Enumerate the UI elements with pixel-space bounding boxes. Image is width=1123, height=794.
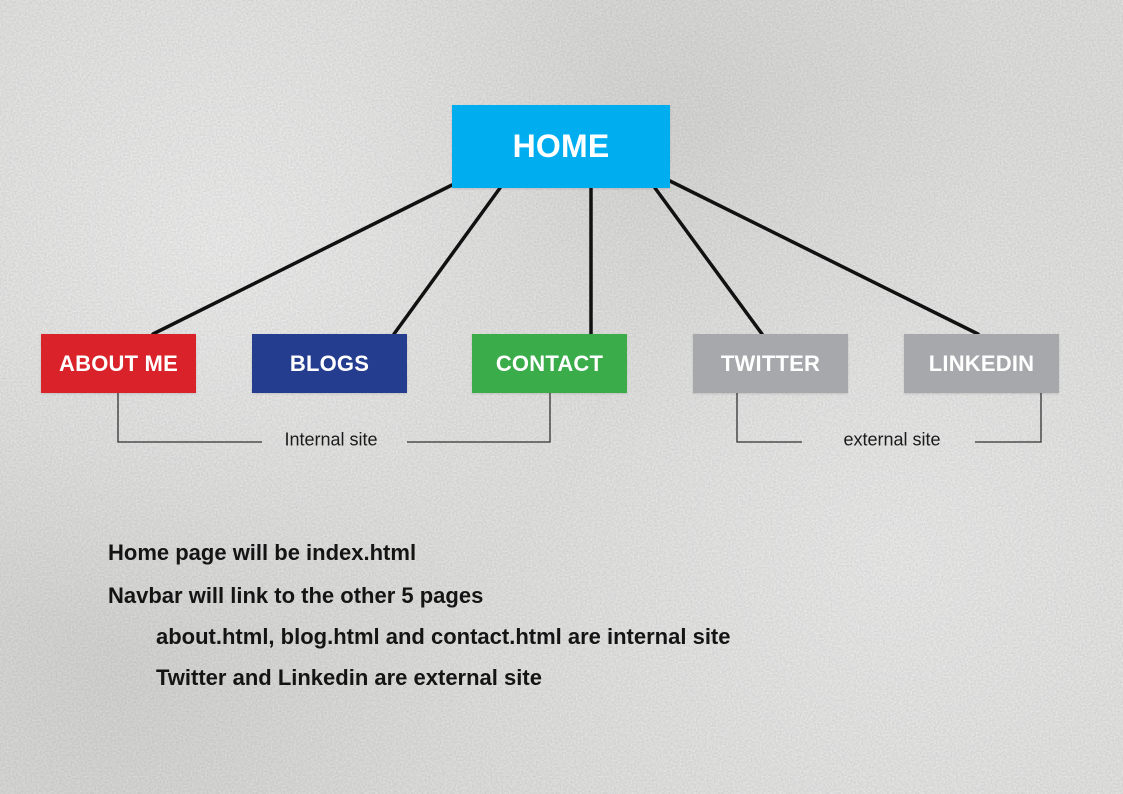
about-me-node: ABOUT ME — [41, 334, 196, 393]
note-external-pages: Twitter and Linkedin are external site — [156, 665, 542, 690]
internal-site-label: Internal site — [284, 429, 378, 450]
contact-node: CONTACT — [472, 334, 627, 393]
home-node: HOME — [452, 105, 670, 188]
internal-bracket-left — [117, 393, 262, 443]
twitter-node: TWITTER — [693, 334, 848, 393]
external-site-label: external site — [843, 429, 941, 450]
internal-bracket-right — [407, 393, 551, 443]
blogs-node: BLOGS — [252, 334, 407, 393]
connector-home-linkedin — [668, 179, 980, 336]
connector-home-blogs — [392, 186, 502, 336]
external-bracket-right — [975, 393, 1042, 443]
note-internal-pages: about.html, blog.html and contact.html a… — [156, 624, 731, 649]
external-bracket-left — [736, 393, 802, 443]
linkedin-node: LINKEDIN — [904, 334, 1059, 393]
note-home-page: Home page will be index.html — [108, 540, 417, 565]
note-navbar: Navbar will link to the other 5 pages — [108, 583, 484, 608]
connector-home-about — [151, 183, 454, 336]
connector-home-twitter — [653, 186, 764, 336]
